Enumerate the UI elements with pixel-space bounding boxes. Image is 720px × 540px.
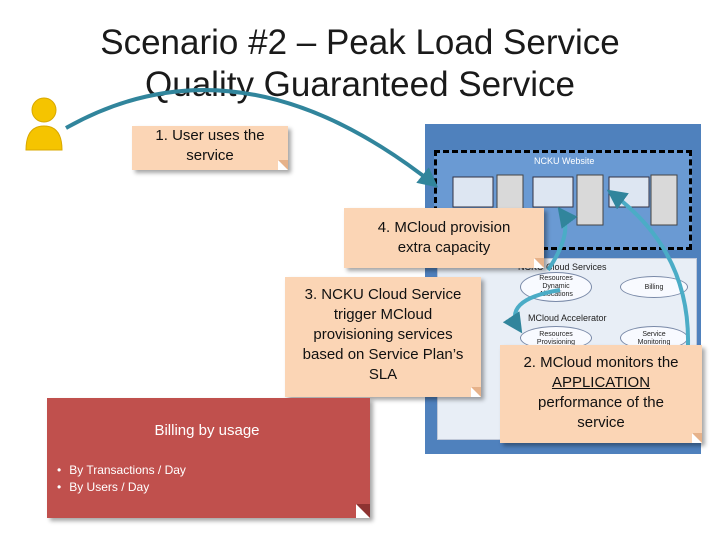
website-label: NCKU Website <box>534 156 595 166</box>
resources-dynamic-node: Resources Dynamic Allocations <box>520 272 592 302</box>
billing-item: By Transactions / Day <box>57 462 186 479</box>
slide-title: Scenario #2 – Peak Load Service Quality … <box>60 22 660 106</box>
title-line-2: Quality Guaranteed Service <box>145 65 575 104</box>
note-step-2: 2. MCloud monitors the APPLICATION perfo… <box>500 345 702 443</box>
billing-node: Billing <box>620 276 688 298</box>
accelerator-label: MCloud Accelerator <box>528 313 607 323</box>
billing-item: By Users / Day <box>57 479 186 496</box>
billing-title: Billing by usage <box>154 422 260 439</box>
note-step-1: 1. User uses the service <box>132 126 288 170</box>
billing-note: Billing by usage By Transactions / Day B… <box>47 398 370 518</box>
note-step-3: 3. NCKU Cloud Service trigger MCloud pro… <box>285 277 481 397</box>
billing-list: By Transactions / Day By Users / Day <box>57 462 186 496</box>
user-icon <box>25 97 63 151</box>
title-line-1: Scenario #2 – Peak Load Service <box>100 23 620 62</box>
note-step-4: 4. MCloud provision extra capacity <box>344 208 544 268</box>
